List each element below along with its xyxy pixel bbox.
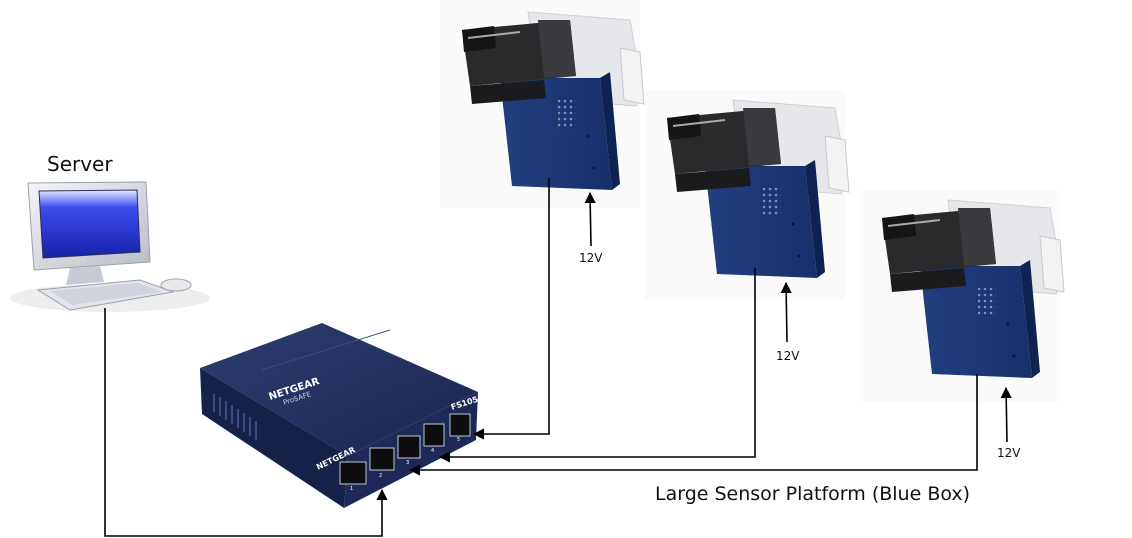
vent-grille: [978, 288, 996, 318]
switch-ports: [339, 413, 471, 485]
port-number-2: 2: [379, 473, 382, 479]
power-arrow-2: [780, 281, 792, 343]
port-number-1: 1: [350, 486, 353, 492]
mouse: [160, 278, 192, 292]
cable-sensor-3: [408, 374, 978, 476]
blue-box: [920, 266, 1032, 378]
port-number-3: 3: [406, 460, 409, 466]
blue-box: [500, 78, 612, 190]
server-computer: [10, 181, 210, 312]
power-label-2: 12V: [776, 349, 800, 363]
sensor-platform-1: [440, 0, 645, 208]
sensor-platform-label: Large Sensor Platform (Blue Box): [655, 483, 971, 505]
power-arrow-3: [1000, 386, 1012, 443]
power-label-3: 12V: [997, 446, 1021, 460]
vent-grille: [763, 188, 781, 218]
port-number-5: 5: [457, 437, 460, 443]
server-screen: [38, 189, 141, 259]
server-label: Server: [47, 152, 113, 176]
blue-box: [705, 166, 817, 278]
cable-sensor-1: [472, 178, 550, 440]
vent-grille: [558, 100, 576, 130]
sensor-platform-2: [645, 90, 850, 300]
cable-sensor-2: [438, 268, 756, 463]
cable-server-switch: [104, 308, 388, 537]
power-label-1: 12V: [579, 251, 603, 265]
sensor-platform-3: [860, 190, 1065, 402]
network-switch: NETGEAR NETGEAR ProSAFE FS105 1 2 3 4 5: [200, 323, 480, 508]
power-arrow-1: [584, 191, 596, 247]
port-number-4: 4: [431, 448, 434, 454]
